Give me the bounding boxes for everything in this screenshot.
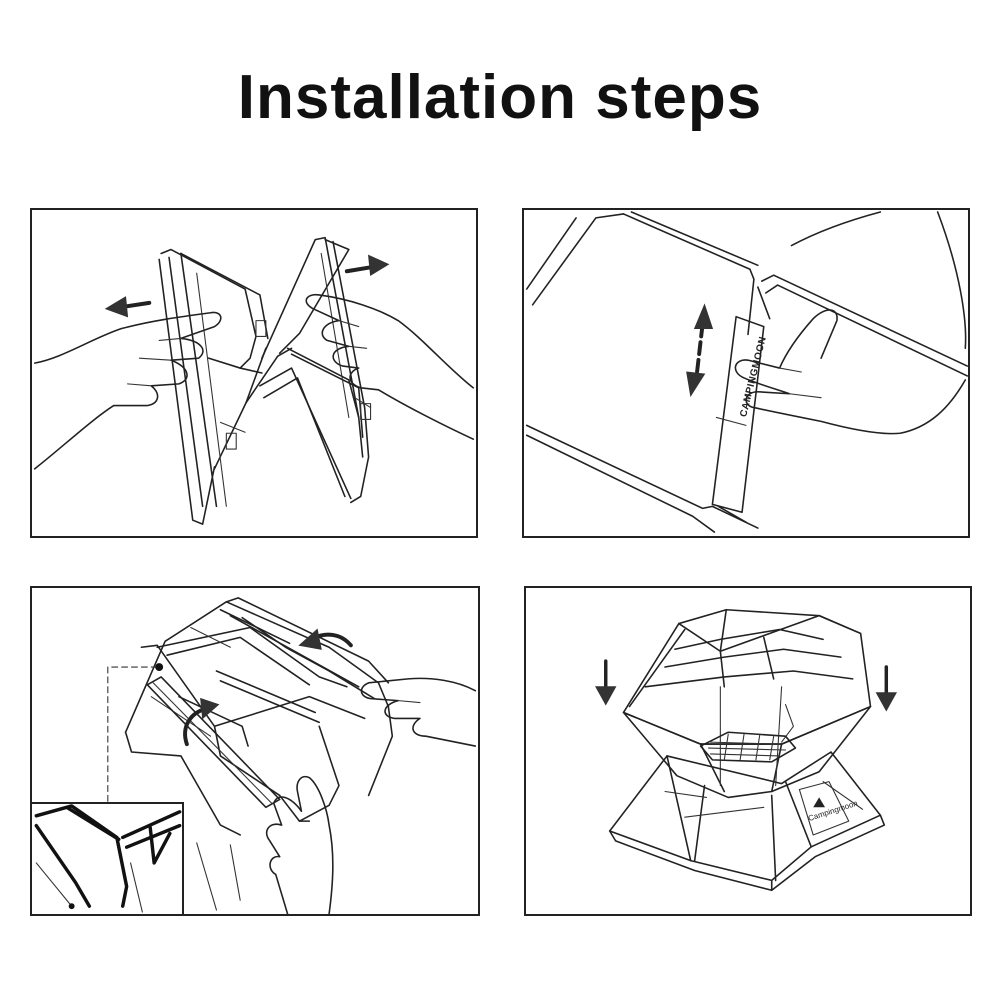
rotate-grate-illustration — [107, 597, 477, 914]
frame-bars — [525, 211, 968, 533]
right-hand — [305, 293, 475, 440]
pull-left-arrow — [104, 296, 152, 318]
assembled-stove-illustration: Campingmoon — [595, 608, 898, 892]
step-1-panel — [30, 208, 478, 538]
base-stand — [608, 751, 886, 892]
press-down-arrow-right — [875, 665, 898, 712]
grate-bar — [146, 676, 281, 809]
slide-up-down-arrow — [686, 303, 714, 398]
svg-text:Campingmoon: Campingmoon — [807, 799, 859, 823]
step-2-panel: CAMPINGMOON — [522, 208, 970, 538]
rotate-arrow-upper — [298, 628, 353, 650]
rotate-arrow-lower — [183, 697, 220, 747]
left-hand — [33, 311, 222, 470]
detail-callout-line — [107, 663, 164, 802]
right-hand — [360, 677, 477, 747]
detail-inset — [32, 802, 184, 914]
unfold-frame-illustration — [33, 236, 475, 525]
stove-frame — [124, 597, 394, 911]
right-hand — [734, 211, 967, 435]
step-4-panel: Campingmoon — [524, 586, 972, 916]
attach-connector-illustration: CAMPINGMOON — [525, 211, 968, 533]
charcoal-grate — [699, 731, 797, 763]
pull-right-arrow — [344, 254, 390, 277]
step-3-panel — [30, 586, 480, 916]
connector-sleeve: CAMPINGMOON — [711, 315, 769, 514]
top-grate — [622, 608, 872, 745]
page-title: Installation steps — [237, 63, 763, 132]
brand-logo: Campingmoon — [798, 781, 859, 836]
hinge-detail-illustration — [34, 804, 182, 913]
press-down-arrow-left — [595, 659, 617, 706]
lower-hand — [265, 775, 334, 914]
fire-bowl — [622, 686, 872, 799]
folding-frame — [158, 236, 372, 525]
